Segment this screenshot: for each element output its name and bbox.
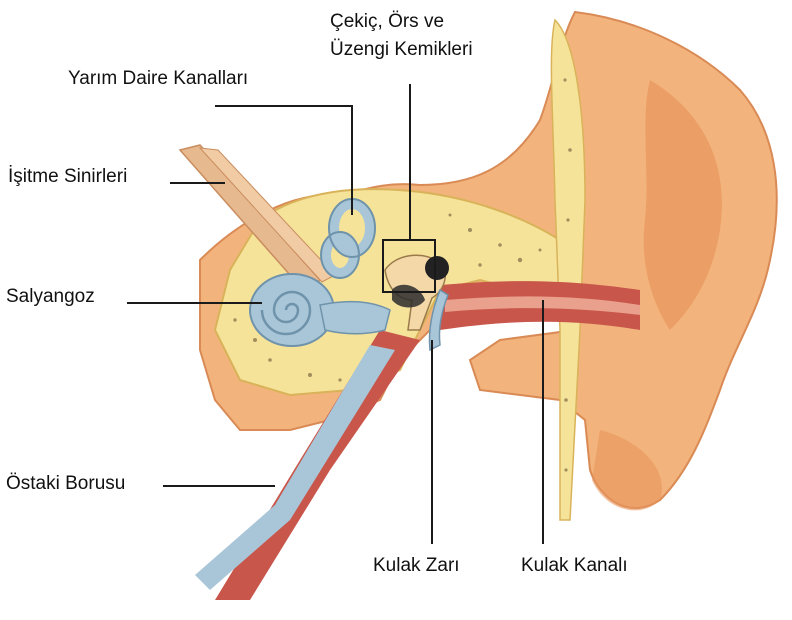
leader-semicircular xyxy=(215,105,353,215)
ossicles-bracket xyxy=(382,239,436,293)
tympanic-cavity-dark xyxy=(425,256,449,280)
vestibule xyxy=(319,300,391,335)
ossicles-cavity xyxy=(392,284,425,308)
label-eustachian-tube: Östaki Borusu xyxy=(6,473,126,494)
cartilage-strip xyxy=(550,18,586,521)
label-auditory-nerves: İşitme Sinirleri xyxy=(8,166,128,187)
cochlea-spiral xyxy=(260,290,312,336)
auricle-inner-fold xyxy=(643,80,722,330)
label-cochlea: Salyangoz xyxy=(6,286,95,307)
auricle-lobe xyxy=(592,430,662,511)
label-ossicles-line1: Çekiç, Örs ve xyxy=(330,11,445,32)
eustachian-tube-inner xyxy=(195,345,395,590)
eardrum-shape xyxy=(428,288,449,352)
label-semicircular-canals: Yarım Daire Kanalları xyxy=(68,68,249,89)
label-ossicles-line2: Üzengi Kemikleri xyxy=(330,39,473,60)
label-ear-canal: Kulak Kanalı xyxy=(521,555,628,576)
label-eardrum: Kulak Zarı xyxy=(373,555,460,576)
leader-lines xyxy=(127,84,544,544)
